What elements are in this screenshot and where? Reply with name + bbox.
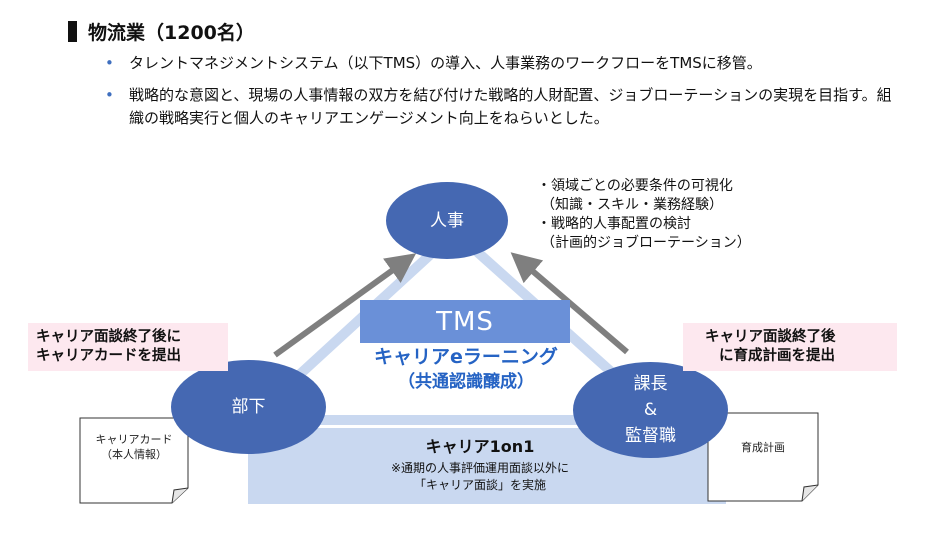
hr-note-line: ・領域ごとの必要条件の可視化	[537, 178, 733, 194]
elearning-subtitle: （共通認識醸成）	[398, 372, 534, 392]
left-document: キャリアカード （本人情報）	[80, 432, 188, 462]
subordinate-circle: 部下	[171, 360, 326, 454]
right-document-label: 育成計画	[741, 441, 785, 454]
right-document-shape	[707, 412, 819, 502]
bullet-text: 戦略的な意図と、現場の人事情報の双方を結び付けた戦略的人財配置、ジョブローテーシ…	[129, 86, 892, 127]
manager-circle-line3: 監督職	[625, 426, 676, 446]
right-callout: キャリア面談終了後 に育成計画を提出	[683, 323, 897, 371]
heading-bar	[68, 20, 77, 42]
manager-circle-line1: 課長	[633, 374, 668, 394]
bullet-item: • タレントマネジメントシステム（以下TMS）の導入、人事業務のワークフローをT…	[105, 52, 895, 75]
tms-box: TMS	[360, 300, 570, 343]
section-heading: 物流業（1200名）	[68, 18, 255, 44]
right-callout-line1: キャリア面談終了後	[705, 329, 836, 345]
bullet-item: • 戦略的な意図と、現場の人事情報の双方を結び付けた戦略的人財配置、ジョブローテ…	[105, 84, 895, 130]
bullet-text: タレントマネジメントシステム（以下TMS）の導入、人事業務のワークフローをTMS…	[129, 54, 762, 72]
hr-note-line: （計画的ジョブローテーション）	[541, 235, 751, 251]
left-document-line1: キャリアカード	[95, 433, 173, 446]
manager-circle: 課長 & 監督職	[573, 362, 728, 458]
oneon1-title: キャリア1on1	[425, 437, 535, 456]
arrow-manager-to-hr	[510, 252, 629, 355]
bullet-marker: •	[105, 54, 114, 72]
bullet-marker: •	[105, 86, 114, 104]
elearning-title: キャリアeラーニング	[374, 346, 558, 368]
left-callout-line1: キャリア面談終了後に	[36, 329, 181, 345]
hr-note-line: （知識・スキル・業務経験）	[541, 197, 723, 213]
oneon1-note-line2: 「キャリア面談」を実施	[413, 478, 546, 492]
bullet-list: • タレントマネジメントシステム（以下TMS）の導入、人事業務のワークフローをT…	[105, 52, 895, 139]
subordinate-circle-label: 部下	[231, 397, 266, 417]
right-callout-line2: に育成計画を提出	[719, 348, 835, 364]
manager-circle-line2: &	[643, 400, 658, 420]
hr-note-line: ・戦略的人事配置の検討	[537, 216, 691, 232]
oneon1-note-line1: ※通期の人事評価運用面談以外に	[390, 461, 570, 475]
heading-text: 物流業（1200名）	[88, 21, 255, 44]
hr-circle: 人事	[386, 182, 508, 259]
left-callout: キャリア面談終了後に キャリアカードを提出	[28, 323, 228, 371]
tms-label: TMS	[436, 306, 494, 337]
right-document: 育成計画	[708, 440, 818, 455]
hr-circle-label: 人事	[430, 210, 464, 231]
left-document-line2: （本人情報）	[101, 448, 167, 461]
right-document-fold	[801, 484, 819, 502]
left-document-fold	[171, 487, 189, 504]
left-callout-line2: キャリアカードを提出	[36, 348, 181, 364]
arrow-subordinate-to-hr	[273, 253, 417, 358]
